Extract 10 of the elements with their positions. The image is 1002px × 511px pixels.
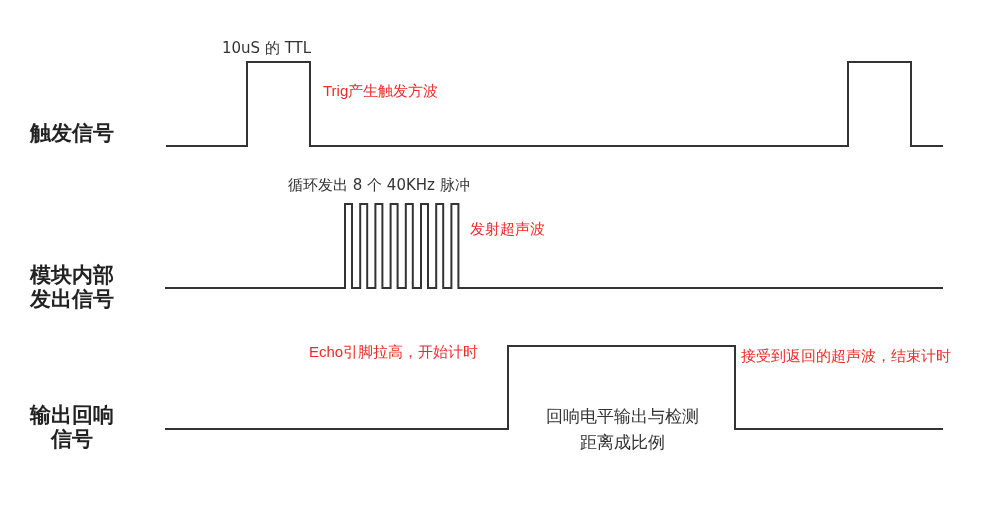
annotation-text: 发射超声波	[470, 220, 545, 238]
annotation-text: Trig产生触发方波	[323, 82, 439, 100]
pulse-width-label: 10uS 的 TTL	[222, 40, 312, 58]
pulse-count-label: 循环发出 8 个 40KHz 脉冲	[288, 177, 470, 195]
echo-duration-note: 回响电平输出与检测距离成比例	[545, 405, 700, 454]
signal-label: 模块内部发出信号	[28, 263, 115, 312]
annotation-text: Echo引脚拉高，开始计时	[309, 343, 479, 361]
signal-label: 触发信号	[28, 121, 115, 146]
annotation-text: 接受到返回的超声波，结束计时	[741, 347, 951, 365]
signal-label: 输出回响信号	[28, 403, 115, 452]
